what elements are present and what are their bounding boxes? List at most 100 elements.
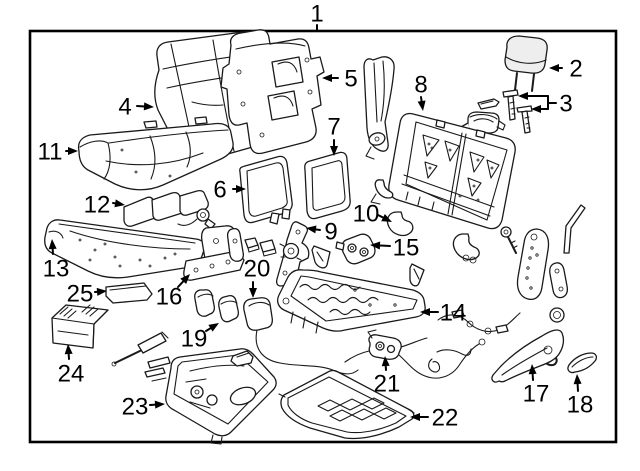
arrowhead-icon xyxy=(68,147,78,155)
part-art-seat-back-frame xyxy=(388,112,516,230)
callout-trim-strip: 25 xyxy=(67,281,107,308)
arrowhead-icon xyxy=(381,356,390,367)
callout-storage-tray: 23 xyxy=(122,394,165,421)
callout-floor-panel: 22 xyxy=(410,405,458,432)
callout-pivot-cover: 20 xyxy=(244,256,271,298)
part-art-seat-heater-mat xyxy=(123,189,216,230)
part-art-end-cover xyxy=(51,304,109,349)
art xyxy=(44,29,598,445)
callout-seat-assembly: 1 xyxy=(310,1,324,32)
diagram-border xyxy=(28,29,618,444)
arrowhead-icon xyxy=(154,400,165,409)
part-number-10: 10 xyxy=(353,201,380,228)
arrowhead-icon xyxy=(208,323,219,332)
callout-headrest-bolts: 3 xyxy=(518,91,573,118)
part-number-19: 19 xyxy=(181,326,208,353)
callout-recliner-bracket: 9 xyxy=(306,219,338,246)
part-number-15: 15 xyxy=(393,235,420,262)
part-art-release-handle xyxy=(567,352,598,374)
arrowhead-icon xyxy=(180,274,190,285)
arrowhead-icon xyxy=(143,102,154,111)
callout-seat-back-frame: 8 xyxy=(414,72,428,111)
part-art-trim-strip xyxy=(105,282,153,304)
arrowhead-icon xyxy=(236,185,246,193)
arrowhead-icon xyxy=(417,100,426,111)
part-number-2: 2 xyxy=(569,56,582,83)
callout-seat-cushion-pad: 13 xyxy=(43,239,70,283)
part-art-latch-assembly xyxy=(335,233,376,265)
part-art-seat-cushion-pad xyxy=(44,219,206,279)
part-art-cable-actuator xyxy=(344,329,428,363)
part-number-24: 24 xyxy=(58,361,85,388)
part-art-headrest xyxy=(504,35,548,92)
callout-cable-actuator: 21 xyxy=(374,356,401,398)
part-art-floor-panel xyxy=(278,369,415,440)
arrowhead-icon xyxy=(410,413,420,421)
part-number-4: 4 xyxy=(118,94,131,121)
callout-seat-cushion-cover: 11 xyxy=(38,139,78,166)
part-number-18: 18 xyxy=(567,392,594,419)
part-number-7: 7 xyxy=(327,114,340,141)
callout-release-handle: 18 xyxy=(567,374,594,419)
arrowhead-icon xyxy=(528,364,537,375)
arrowhead-icon xyxy=(48,239,57,250)
part-art-armrest-back-panel xyxy=(304,151,351,220)
callout-latch-assembly: 15 xyxy=(370,235,419,262)
arrowhead-icon xyxy=(249,288,257,298)
part-number-9: 9 xyxy=(324,219,337,246)
callout-end-cover: 24 xyxy=(58,344,85,388)
part-number-23: 23 xyxy=(122,394,149,421)
part-art-right-side-parts xyxy=(226,204,586,373)
arrowhead-icon xyxy=(549,64,559,72)
part-art-side-shield xyxy=(491,329,565,383)
arrowhead-icon xyxy=(64,344,73,355)
callout-seat-back-panel: 5 xyxy=(322,66,358,93)
callout-side-shield: 17 xyxy=(523,364,550,408)
part-number-20: 20 xyxy=(244,256,271,283)
part-art-pivot-cover xyxy=(243,297,273,331)
arrowhead-icon xyxy=(114,199,125,208)
arrowhead-icon xyxy=(306,225,317,234)
part-art-strut xyxy=(111,331,171,382)
part-art-cables xyxy=(255,309,521,379)
arrowhead-icon xyxy=(370,241,381,250)
arrowhead-icon xyxy=(381,213,392,222)
part-number-8: 8 xyxy=(414,72,427,99)
callout-hinge-covers: 19 xyxy=(181,323,219,353)
part-number-3: 3 xyxy=(559,91,572,118)
part-art-belt-retractor xyxy=(363,56,395,160)
arrowhead-icon xyxy=(573,374,582,385)
arrowhead-icon xyxy=(531,105,541,113)
callout-seat-back-cover: 4 xyxy=(118,94,154,121)
part-art-recliner-bracket xyxy=(275,221,310,287)
callout-guide-hook: 10 xyxy=(353,201,392,228)
part-number-11: 11 xyxy=(38,139,63,166)
part-number-22: 22 xyxy=(432,405,459,432)
callout-cushion-side-bracket: 16 xyxy=(156,274,190,311)
callout-seat-heater-mat: 12 xyxy=(84,192,125,219)
callout-headrest: 2 xyxy=(549,56,583,83)
part-art-seat-cushion-cover xyxy=(77,116,234,191)
part-number-6: 6 xyxy=(213,177,226,204)
part-number-25: 25 xyxy=(67,281,94,308)
callout-armrest-back-panel: 7 xyxy=(327,114,341,156)
part-number-12: 12 xyxy=(84,192,111,219)
part-number-13: 13 xyxy=(43,256,70,283)
callout-seat-cushion-frame: 14 xyxy=(420,300,466,327)
arrowhead-icon xyxy=(330,146,338,156)
arrowhead-icon xyxy=(96,287,107,296)
part-number-1: 1 xyxy=(310,1,323,28)
part-number-5: 5 xyxy=(344,66,357,93)
part-art-armrest-lid xyxy=(239,155,293,225)
arrowhead-icon xyxy=(420,308,430,316)
part-number-17: 17 xyxy=(523,381,550,408)
part-art-seat-back-panel xyxy=(220,29,325,155)
callout-armrest-lid: 6 xyxy=(213,177,246,204)
part-art-headrest-bolts xyxy=(477,89,533,134)
arrowhead-icon xyxy=(322,74,332,82)
part-number-16: 16 xyxy=(156,284,183,311)
part-number-21: 21 xyxy=(374,371,401,398)
part-art-hinge-covers xyxy=(194,289,240,323)
